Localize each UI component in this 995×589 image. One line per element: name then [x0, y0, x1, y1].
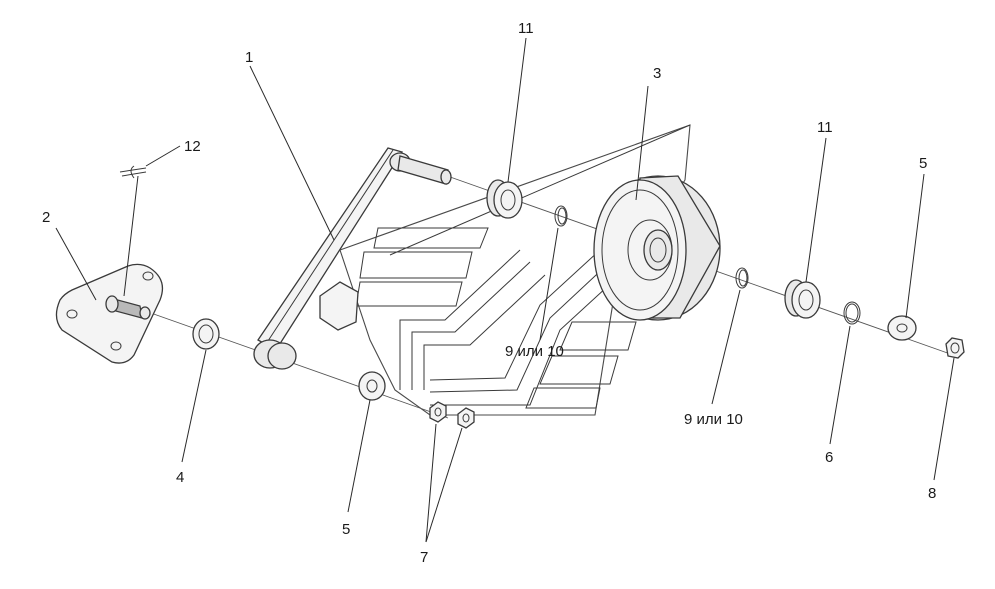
- pulley: [593, 175, 721, 321]
- washer-5-left: [358, 371, 386, 401]
- ring-6: [843, 301, 861, 325]
- label-part-12: 12: [184, 138, 201, 155]
- label-part-9-or-10-left: 9 или 10: [505, 343, 564, 360]
- label-part-1: 1: [245, 49, 253, 66]
- label-part-5-left: 5: [342, 521, 350, 538]
- cotter-pin: [119, 165, 147, 179]
- guard-cover: [339, 124, 691, 416]
- label-part-11-left: 11: [518, 20, 534, 37]
- label-part-6: 6: [825, 449, 833, 466]
- bearing-11-left: [486, 179, 523, 219]
- washer-4: [192, 318, 220, 350]
- label-part-11-right: 11: [817, 119, 833, 136]
- tension-arm: [253, 147, 452, 370]
- nuts-7: [429, 401, 475, 429]
- circlip-left: [554, 205, 568, 227]
- label-part-4: 4: [176, 469, 184, 486]
- leader-lines: [55, 37, 955, 543]
- label-part-2: 2: [42, 209, 50, 226]
- label-part-7: 7: [420, 549, 428, 566]
- label-part-8: 8: [928, 485, 936, 502]
- bracket-plate: [55, 263, 164, 364]
- bearing-11-right: [784, 279, 821, 319]
- label-part-9-or-10-right: 9 или 10: [684, 411, 743, 428]
- label-part-5-right: 5: [919, 155, 927, 172]
- nut-8: [945, 337, 965, 359]
- washer-5-right: [887, 315, 917, 341]
- vent-slots-lower: [525, 321, 637, 409]
- label-part-3: 3: [653, 65, 661, 82]
- circlip-right: [735, 267, 749, 289]
